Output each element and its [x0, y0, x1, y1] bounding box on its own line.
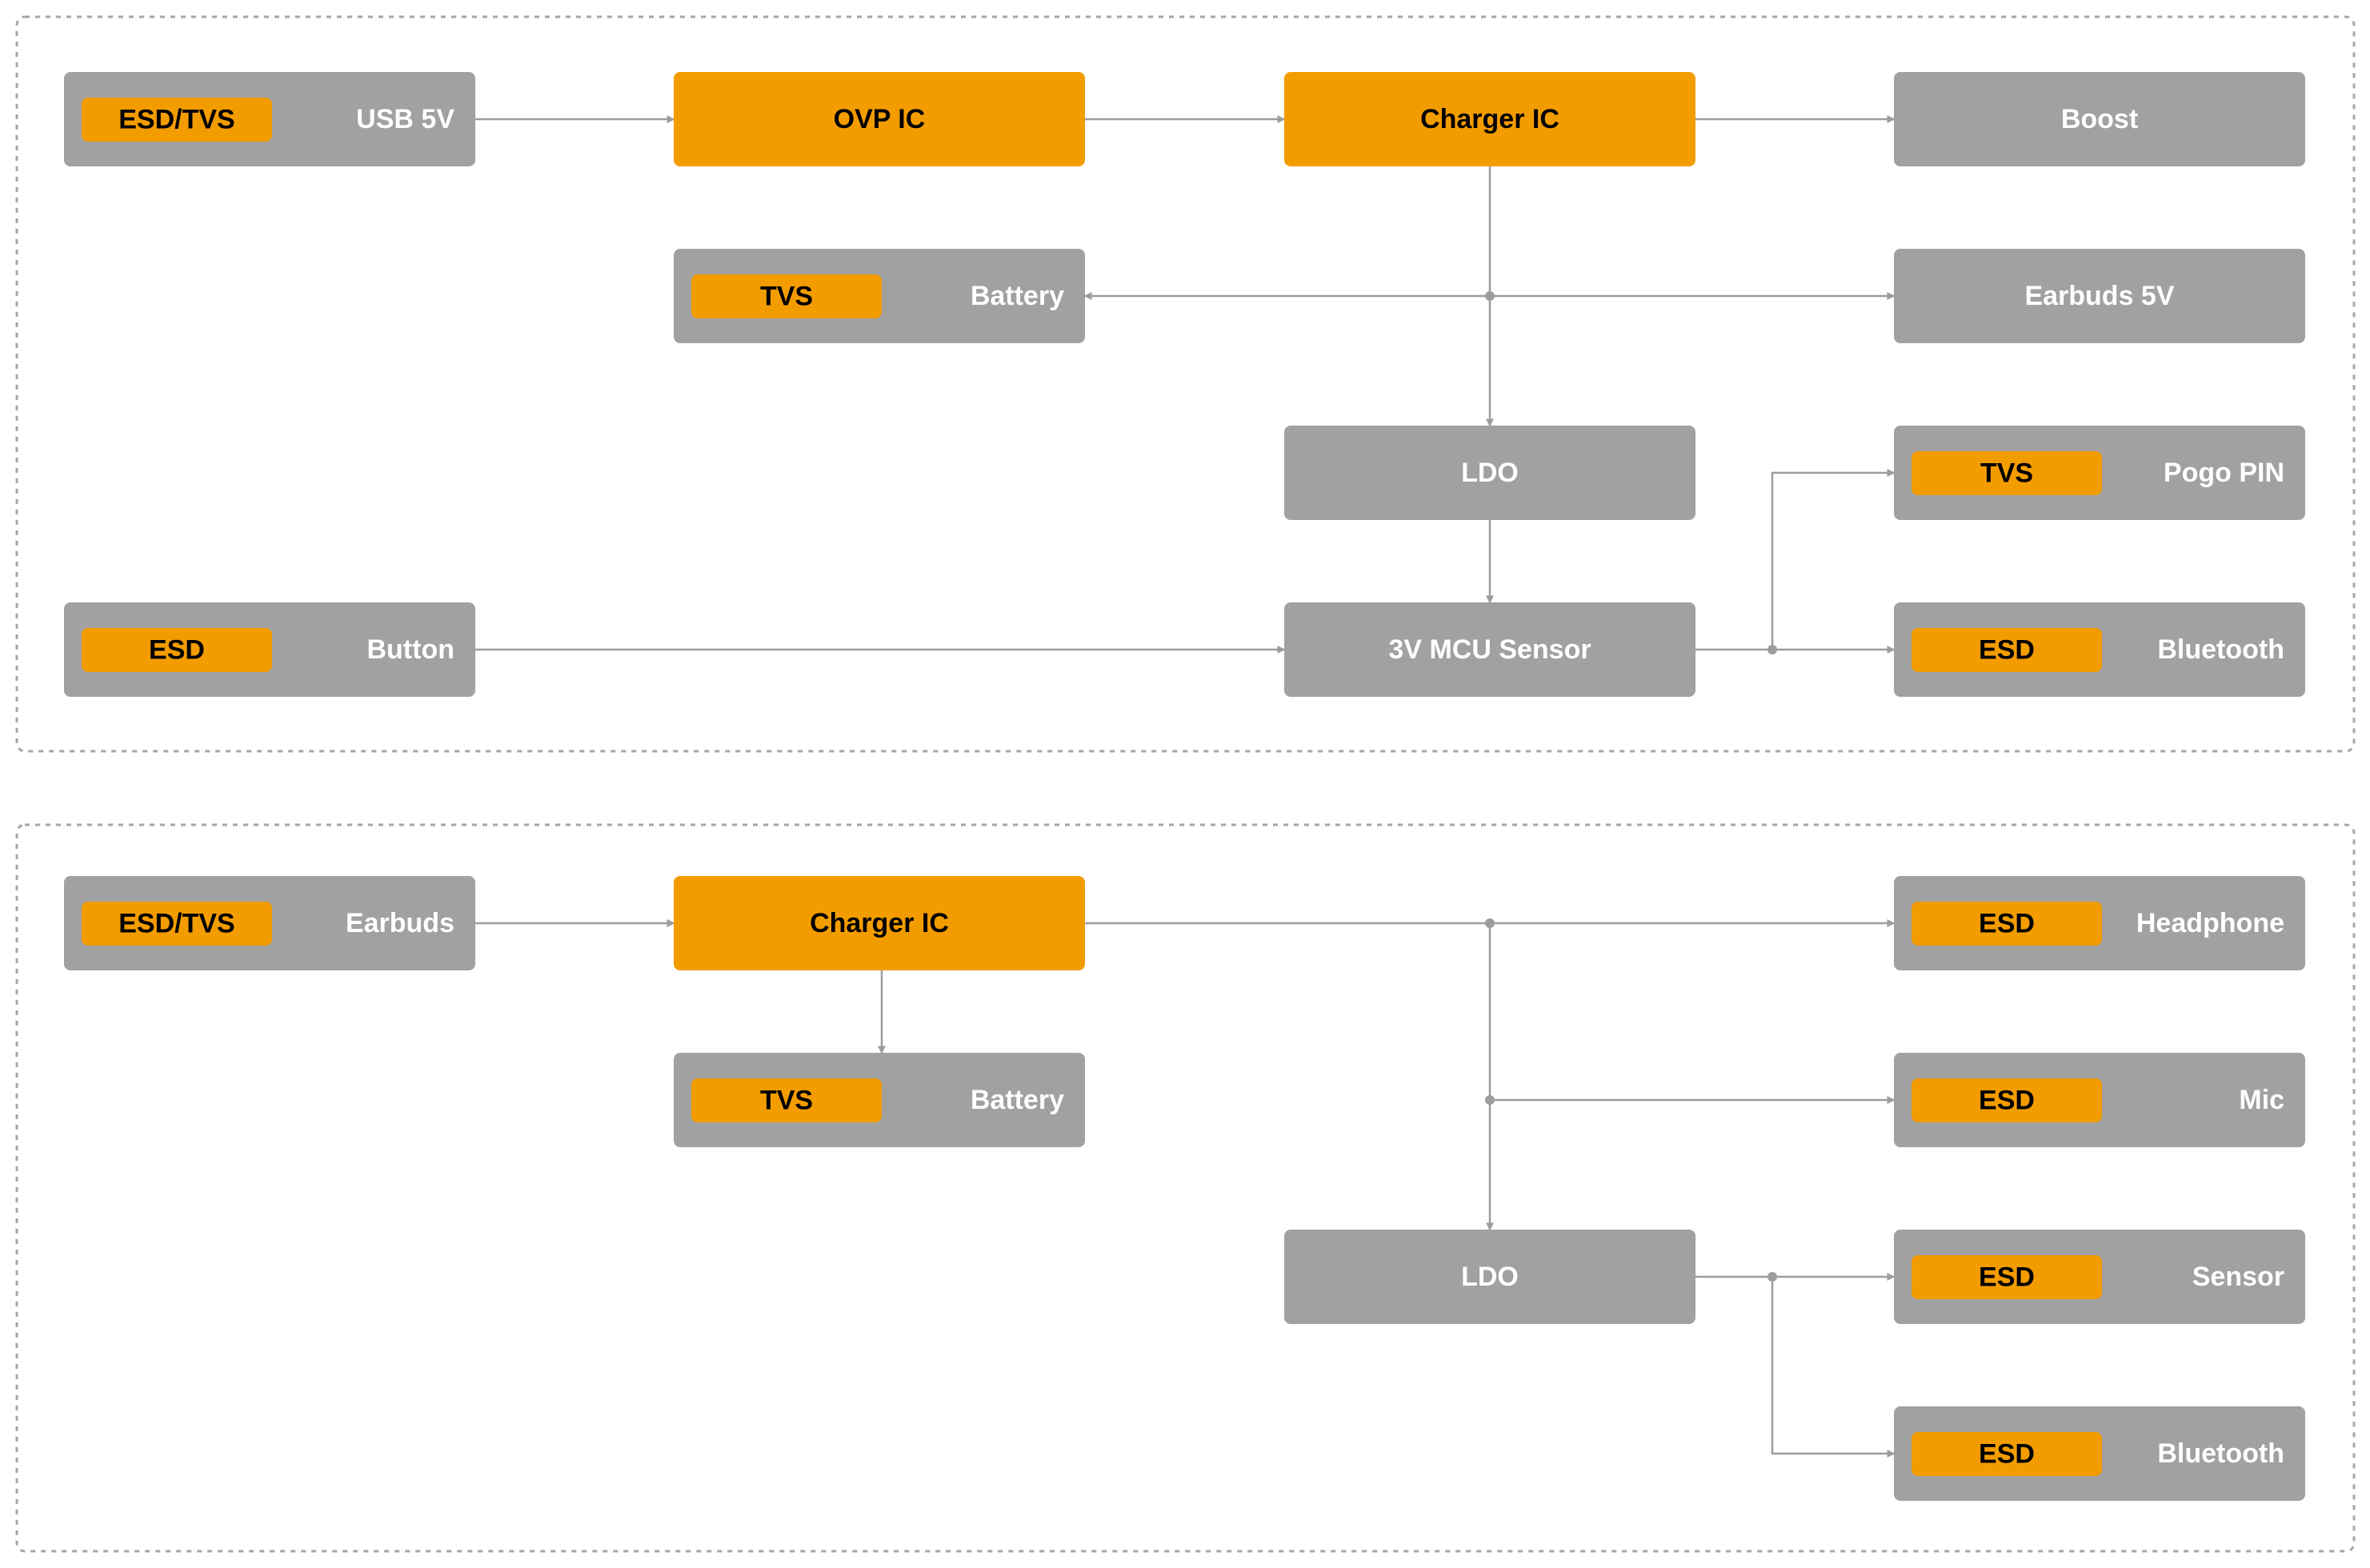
block-headphone-tag [1912, 902, 2102, 946]
block-charger-ic-top: Charger IC [1284, 72, 1695, 166]
block-battery-bottom-tag [691, 1078, 882, 1122]
block-bluetooth-top-tag [1912, 628, 2102, 672]
block-usb-5v-tag-label: ESD/TVS [118, 105, 234, 135]
block-ldo-bottom-box [1284, 1230, 1695, 1324]
block-usb-5v-label: USB 5V [356, 104, 454, 134]
junction-mic [1485, 1095, 1495, 1105]
connector-ldo-bottom-to-bluetooth-bottom [1771, 1277, 1896, 1458]
connector-mcu-sensor-to-pogo-pin [1771, 469, 1896, 650]
block-mic-tag [1912, 1078, 2102, 1122]
block-earbuds-tag-label: ESD/TVS [118, 909, 234, 939]
junction-charger-top [1485, 291, 1495, 301]
block-mic: ESD Mic [1894, 1053, 2305, 1147]
block-boost-label: Boost [2061, 104, 2138, 134]
block-usb-5v-tag [82, 98, 272, 142]
block-earbuds-label: Earbuds [346, 908, 454, 938]
block-mcu-sensor: 3V MCU Sensor [1284, 602, 1695, 697]
block-sensor: ESD Sensor [1894, 1230, 2305, 1324]
block-bluetooth-top-tag-label: ESD [1979, 635, 2035, 666]
block-earbuds-5v: Earbuds 5V [1894, 249, 2305, 343]
junction-ldo-bottom [1767, 1272, 1777, 1282]
block-battery-bottom-label: Battery [971, 1085, 1064, 1115]
block-ldo-top-label: LDO [1461, 458, 1519, 488]
block-earbuds: ESD/TVS Earbuds [64, 876, 475, 970]
block-pogo-pin-label: Pogo PIN [2164, 458, 2284, 488]
block-sensor-label: Sensor [2192, 1262, 2284, 1292]
block-earbuds-5v-label: Earbuds 5V [2024, 281, 2174, 311]
block-ldo-bottom: LDO [1284, 1230, 1695, 1324]
block-battery-top: TVS Battery [674, 249, 1085, 343]
block-bluetooth-bottom-label: Bluetooth [2157, 1438, 2284, 1469]
bottom-panel [15, 823, 2356, 1553]
block-pogo-pin: TVS Pogo PIN [1894, 426, 2305, 520]
block-pogo-pin-tag [1912, 451, 2102, 495]
block-bluetooth-top: ESD Bluetooth [1894, 602, 2305, 697]
block-headphone-label: Headphone [2136, 908, 2284, 938]
block-battery-top-label: Battery [971, 281, 1064, 311]
block-charger-ic-bottom-box [674, 876, 1085, 970]
block-boost: Boost [1894, 72, 2305, 166]
block-bluetooth-bottom-tag-label: ESD [1979, 1439, 2035, 1470]
block-pogo-pin-tag-label: TVS [1980, 458, 2033, 489]
block-button-label: Button [366, 634, 454, 665]
block-bluetooth-top-label: Bluetooth [2157, 634, 2284, 665]
block-boost-box [1894, 72, 2305, 166]
block-charger-ic-bottom-label: Charger IC [810, 908, 949, 938]
block-charger-ic-bottom: Charger IC [674, 876, 1085, 970]
block-mcu-sensor-label: 3V MCU Sensor [1388, 634, 1591, 665]
block-button-tag-label: ESD [149, 635, 205, 666]
block-ovp-ic: OVP IC [674, 72, 1085, 166]
block-button: ESD Button [64, 602, 475, 697]
block-ovp-ic-box [674, 72, 1085, 166]
junction-headphone [1485, 918, 1495, 928]
block-charger-ic-top-label: Charger IC [1420, 104, 1559, 134]
connector-charger-ic-top-to-battery-top [1083, 166, 1491, 300]
block-battery-top-tag-label: TVS [760, 282, 813, 312]
block-battery-top-tag [691, 274, 882, 318]
block-battery-bottom-tag-label: TVS [760, 1086, 813, 1116]
block-headphone: ESD Headphone [1894, 876, 2305, 970]
block-mic-tag-label: ESD [1979, 1086, 2035, 1116]
block-bluetooth-bottom: ESD Bluetooth [1894, 1406, 2305, 1501]
top-panel [15, 15, 2356, 753]
block-sensor-tag [1912, 1255, 2102, 1299]
block-charger-ic-top-box [1284, 72, 1695, 166]
block-earbuds-5v-box [1894, 249, 2305, 343]
block-usb-5v: ESD/TVS USB 5V [64, 72, 475, 166]
block-bluetooth-bottom-tag [1912, 1432, 2102, 1476]
block-mcu-sensor-box [1284, 602, 1695, 697]
block-button-tag [82, 628, 272, 672]
block-sensor-tag-label: ESD [1979, 1262, 2035, 1293]
junction-mcu [1767, 645, 1777, 654]
block-battery-bottom: TVS Battery [674, 1053, 1085, 1147]
block-ldo-top: LDO [1284, 426, 1695, 520]
block-ovp-ic-label: OVP IC [834, 104, 926, 134]
block-headphone-tag-label: ESD [1979, 909, 2035, 939]
block-ldo-top-box [1284, 426, 1695, 520]
block-earbuds-tag [82, 902, 272, 946]
block-mic-label: Mic [2239, 1085, 2284, 1115]
block-ldo-bottom-label: LDO [1461, 1262, 1519, 1292]
